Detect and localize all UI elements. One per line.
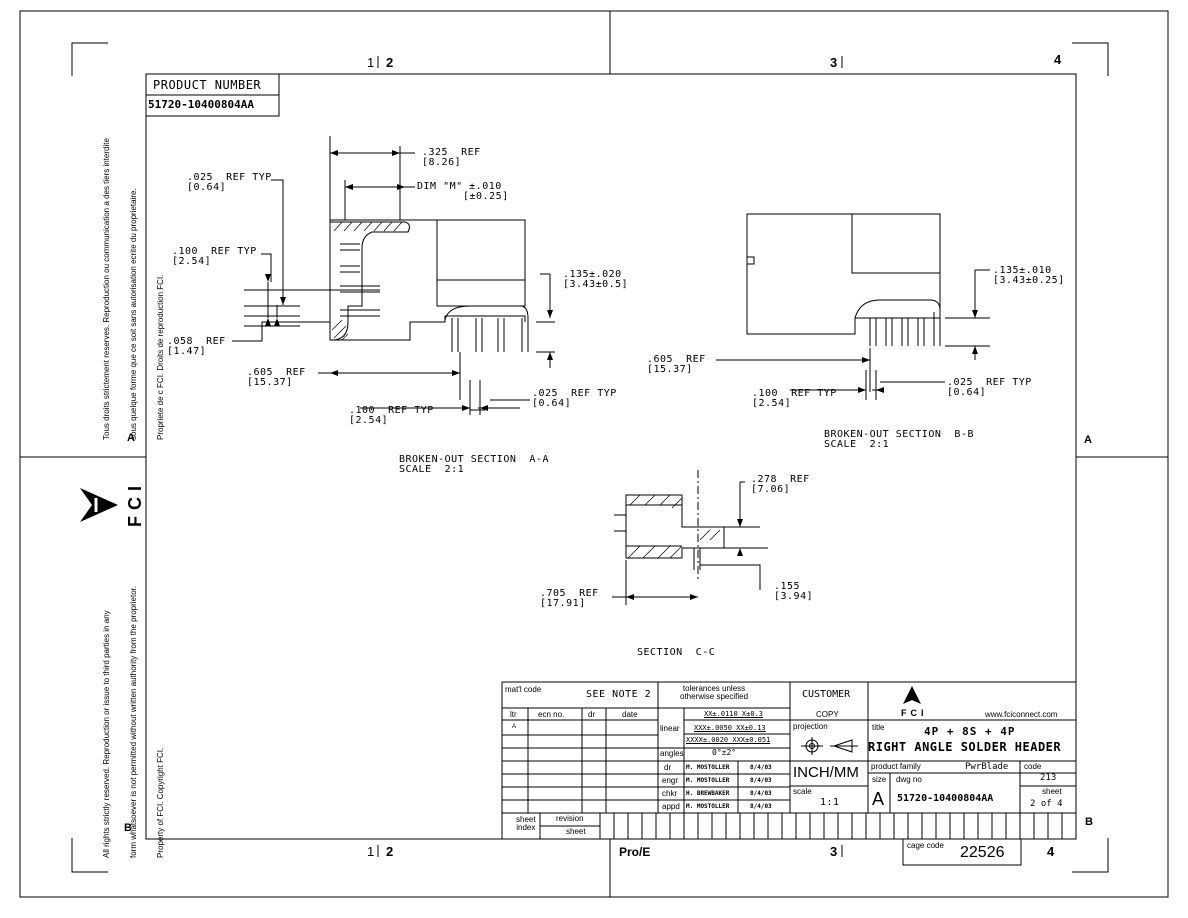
approval-date-appd: 8/4/03 — [750, 803, 772, 810]
dim-bb-135: .135±.010[3.43±0.25] — [993, 265, 1065, 286]
approval-role-chkr: chkr — [662, 789, 678, 798]
cage-code-label: cage code — [907, 841, 944, 850]
dim-bb-605: .605 REF[15.37] — [647, 354, 706, 375]
approval-date-chkr: 8/4/03 — [750, 790, 772, 797]
linear-label: linear — [660, 724, 680, 733]
dim-aa-325: .325 REF[8.26] — [422, 147, 481, 168]
approval-name-chkr: H. BREWBAKER — [686, 790, 730, 797]
dim-bb-100: .100 REF TYP[2.54] — [752, 388, 837, 409]
size-value: A — [872, 789, 885, 809]
code-value: 213 — [1040, 773, 1057, 783]
zone-label-3-top: 3 — [830, 55, 838, 70]
product-family-label: product family — [871, 762, 921, 771]
sheet-label: sheet — [1042, 787, 1062, 796]
title-line-2: RIGHT ANGLE SOLDER HEADER — [868, 740, 1062, 754]
dim-bb-025: .025 REF TYP[0.64] — [947, 377, 1032, 398]
scale-label: scale — [793, 787, 812, 796]
title-label: title — [872, 723, 885, 732]
see-note: SEE NOTE 2 — [586, 689, 652, 700]
rev-header-ecn: ecn no. — [538, 710, 565, 719]
dim-cc-278: .278 REF[7.06] — [751, 474, 810, 495]
dim-aa-605: .605 REF[15.37] — [247, 367, 306, 388]
software-label: Pro/E — [619, 845, 651, 859]
sheet-small-label: sheet — [566, 827, 586, 836]
rev-header-ltr: ltr — [510, 710, 517, 719]
rev-header-date: date — [622, 710, 638, 719]
copy-label: COPY — [816, 710, 839, 719]
fci-logo-titleblock-text: FCI — [901, 708, 928, 718]
title-line-1: 4P + 8S + 4P — [924, 725, 1016, 738]
fci-logo-left-icon — [80, 488, 118, 522]
scale-value: 1:1 — [820, 797, 840, 808]
projection-label: projection — [793, 722, 828, 731]
row-label-b-right: B — [1085, 816, 1093, 828]
dim-aa-058: .058 REF[1.47] — [167, 336, 226, 357]
approval-role-appd: appd — [662, 802, 680, 811]
zone-label-2-bottom: 2 — [386, 844, 394, 859]
dwg-no-label: dwg no — [896, 775, 922, 784]
website: www.fciconnect.com — [985, 710, 1058, 719]
code-label: code — [1024, 762, 1042, 771]
dim-aa-025-right: .025 REF TYP[0.64] — [532, 388, 617, 409]
zone-label-4-bottom: 4 — [1047, 844, 1055, 859]
rev-row-ltr: A — [512, 724, 517, 730]
linear-tol-3: XXXX±.0020 XXX±0.051 — [686, 736, 771, 744]
approval-name-dr: M. MOSTOLLER — [686, 764, 730, 771]
approval-name-engr: M. MOSTOLLER — [686, 777, 730, 784]
zone-label-1-bottom: 1 — [367, 844, 375, 859]
title-block-grid — [501, 681, 1077, 866]
cage-code-value: 22526 — [960, 844, 1005, 861]
zone-label-3-bottom: 3 — [830, 844, 838, 859]
linear-tol-1: XX±.0110 X±0.3 — [704, 710, 764, 718]
angles-label: angles — [660, 749, 684, 758]
matl-code-label: mat'l code — [505, 685, 542, 694]
fci-logo-left-text: FCI — [125, 480, 145, 527]
approval-date-dr: 8/4/03 — [750, 764, 772, 771]
section-aa-drawing — [232, 136, 555, 415]
dim-aa-dim-m: DIM "M" ±.010[±0.25] — [417, 181, 509, 202]
dim-aa-100-bottom: .100 REF TYP[2.54] — [349, 405, 434, 426]
rev-header-dr: dr — [588, 710, 596, 719]
row-label-b-left: B — [124, 822, 132, 834]
zone-label-1-top: 1 — [367, 55, 375, 70]
row-label-a-left: A — [127, 432, 135, 444]
french-copyright-notice: Tous droits strictement reserves. Reprod… — [102, 138, 165, 440]
sheet-value: 2 of 4 — [1030, 799, 1063, 809]
english-copyright-notice: All rights strictly reserved. Reproducti… — [102, 585, 165, 858]
zone-label-2-top: 2 — [386, 55, 394, 70]
outer-frame — [19, 10, 1169, 898]
approval-date-engr: 8/4/03 — [750, 777, 772, 784]
section-cc-caption: SECTION C-C — [637, 647, 716, 658]
product-number-label: PRODUCT NUMBER — [153, 78, 262, 92]
angles-value: 0°±2° — [712, 748, 737, 757]
product-number-value: 51720-10400804AA — [148, 98, 254, 111]
section-bb-drawing — [716, 213, 990, 400]
approval-role-engr: engr — [662, 776, 679, 785]
dim-aa-100-left: .100 REF TYP[2.54] — [172, 246, 257, 267]
dim-aa-135: .135±.020[3.43±0.5] — [563, 269, 629, 290]
units-label: INCH/MM — [793, 764, 859, 781]
revision-label: revision — [556, 814, 584, 823]
customer-label: CUSTOMER — [802, 689, 851, 700]
row-label-a-right: A — [1084, 434, 1092, 446]
projection-symbol-icon — [801, 737, 858, 755]
linear-tol-2: XXX±.0050 XX±0.13 — [694, 724, 766, 732]
size-label: size — [872, 775, 887, 784]
dim-cc-705: .705 REF[17.91] — [540, 588, 599, 609]
section-cc-drawing — [612, 470, 768, 605]
dim-cc-155: .155[3.94] — [774, 581, 814, 602]
product-family-value: PwrBlade — [965, 762, 1009, 772]
zone-label-4-top: 4 — [1054, 52, 1062, 67]
fci-logo-titleblock-icon — [903, 686, 921, 704]
dim-aa-025-left: .025 REF TYP[0.64] — [187, 172, 272, 193]
approval-role-dr: dr — [664, 763, 672, 772]
approval-name-appd: M. MOSTOLLER — [686, 803, 730, 810]
dwg-no-value: 51720-10400804AA — [897, 793, 994, 804]
